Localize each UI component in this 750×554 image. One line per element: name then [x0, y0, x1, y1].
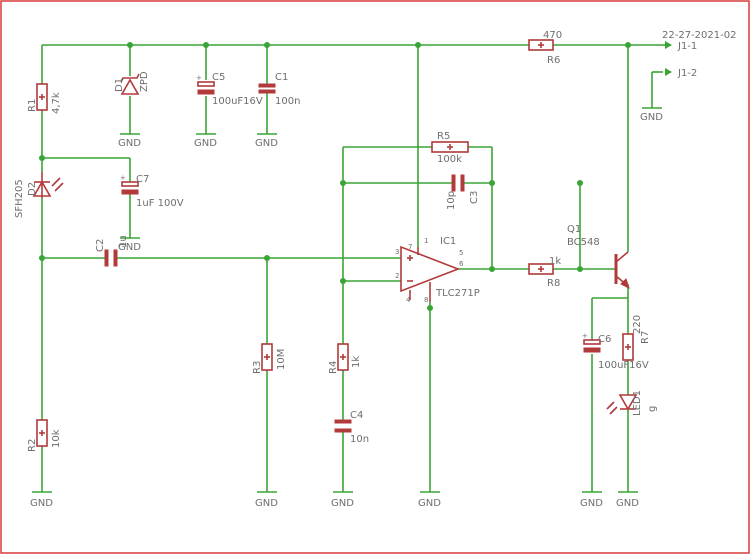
resistor-r6 [528, 39, 554, 51]
resistor-r2 [36, 419, 48, 447]
connector-j1-1 [663, 41, 672, 49]
capacitor-c1 [258, 83, 276, 94]
ref-c4: C4 [350, 410, 363, 421]
opamp-ic1 [400, 245, 461, 302]
value-r1: 4,7k [51, 92, 62, 114]
pin-3: 3 [395, 248, 399, 256]
photodiode-d2 [32, 172, 64, 198]
value-c3: 10p [446, 191, 457, 210]
value-r4: 1k [351, 356, 362, 368]
resistor-r4 [337, 343, 349, 371]
resistor-r7 [622, 333, 634, 361]
ref-r1: R1 [27, 99, 38, 112]
value-r3: 10M [276, 349, 287, 370]
value-r5: 100k [437, 154, 462, 165]
value-c1: 100n [275, 96, 300, 107]
capacitor-c7: + [120, 174, 139, 195]
svg-text:+: + [582, 332, 588, 340]
ref-r3: R3 [252, 361, 263, 374]
value-c5: 100uF16V [212, 96, 263, 107]
ref-ic1: IC1 [440, 236, 456, 247]
gnd-label: GND [616, 498, 639, 509]
capacitor-c2 [104, 249, 118, 267]
value-ic1: TLC271P [435, 288, 480, 299]
value-q1: BC548 [567, 237, 600, 248]
ref-c3: C3 [469, 191, 480, 204]
pin-8: 8 [424, 296, 428, 304]
transistor-q1 [614, 251, 630, 289]
value-r6: 470 [543, 30, 562, 41]
resistor-r5 [431, 141, 469, 153]
ref-q1: Q1 [567, 224, 581, 235]
gnd-label: GND [118, 242, 141, 253]
date-label: 22-27-2021-02 [662, 30, 736, 41]
ref-c6: C6 [598, 334, 611, 345]
ref-c5: C5 [212, 72, 225, 83]
gnd-symbols [32, 107, 662, 493]
zener-diode-d1 [120, 73, 140, 95]
resistor-r3 [261, 343, 273, 371]
pin-5: 5 [459, 249, 463, 257]
led-led1 [606, 394, 638, 415]
ref-r4: R4 [328, 361, 339, 374]
ref-c1: C1 [275, 72, 288, 83]
value-r7: 220 [632, 315, 643, 334]
capacitor-c3 [451, 174, 465, 192]
connector-label-j1-2: J1-2 [677, 68, 697, 79]
ref-led1: LED1 [632, 390, 643, 416]
value-r8: 1k [549, 256, 561, 267]
value-c6: 100uF16V [598, 360, 649, 371]
gnd-label: GND [118, 138, 141, 149]
ref-r6: R6 [547, 55, 560, 66]
pin-2: 2 [395, 272, 399, 280]
ref-r8: R8 [547, 278, 560, 289]
capacitor-c6: + [582, 332, 601, 353]
gnd-label: GND [640, 112, 663, 123]
value-c2: 1u [118, 235, 129, 248]
capacitor-c4 [334, 419, 352, 433]
capacitor-c5: + [196, 74, 215, 95]
ref-r7: R7 [640, 331, 651, 344]
value-c7: 1uF 100V [136, 198, 184, 209]
gnd-label: GND [194, 138, 217, 149]
ref-c7: C7 [136, 174, 149, 185]
resistor-r1 [36, 83, 48, 111]
wires [41, 44, 663, 492]
resistor-r8 [528, 263, 554, 275]
ref-r5: R5 [437, 131, 450, 142]
junctions [39, 42, 631, 311]
svg-text:+: + [196, 74, 202, 82]
ref-d1: D1 [114, 78, 125, 92]
gnd-label: GND [255, 138, 278, 149]
value-c4: 10n [350, 434, 369, 445]
pin-6: 6 [459, 260, 464, 268]
connector-label-j1-1: J1-1 [677, 41, 697, 52]
pin-7: 7 [408, 243, 412, 251]
gnd-label: GND [30, 498, 53, 509]
value-d2: SFH205 [14, 179, 25, 218]
svg-text:+: + [120, 174, 126, 182]
connector-j1-2 [665, 68, 672, 76]
pin-1: 1 [424, 237, 428, 245]
value-led1: g [647, 406, 658, 412]
ref-c2: C2 [95, 239, 106, 252]
gnd-label: GND [580, 498, 603, 509]
ref-r2: R2 [27, 439, 38, 452]
ref-d2: D2 [27, 182, 38, 196]
gnd-label: GND [255, 498, 278, 509]
gnd-label: GND [331, 498, 354, 509]
gnd-label: GND [418, 498, 441, 509]
value-r2: 10k [51, 429, 62, 448]
value-d1: ZPD [139, 71, 150, 92]
pin-4: 4 [406, 296, 411, 304]
